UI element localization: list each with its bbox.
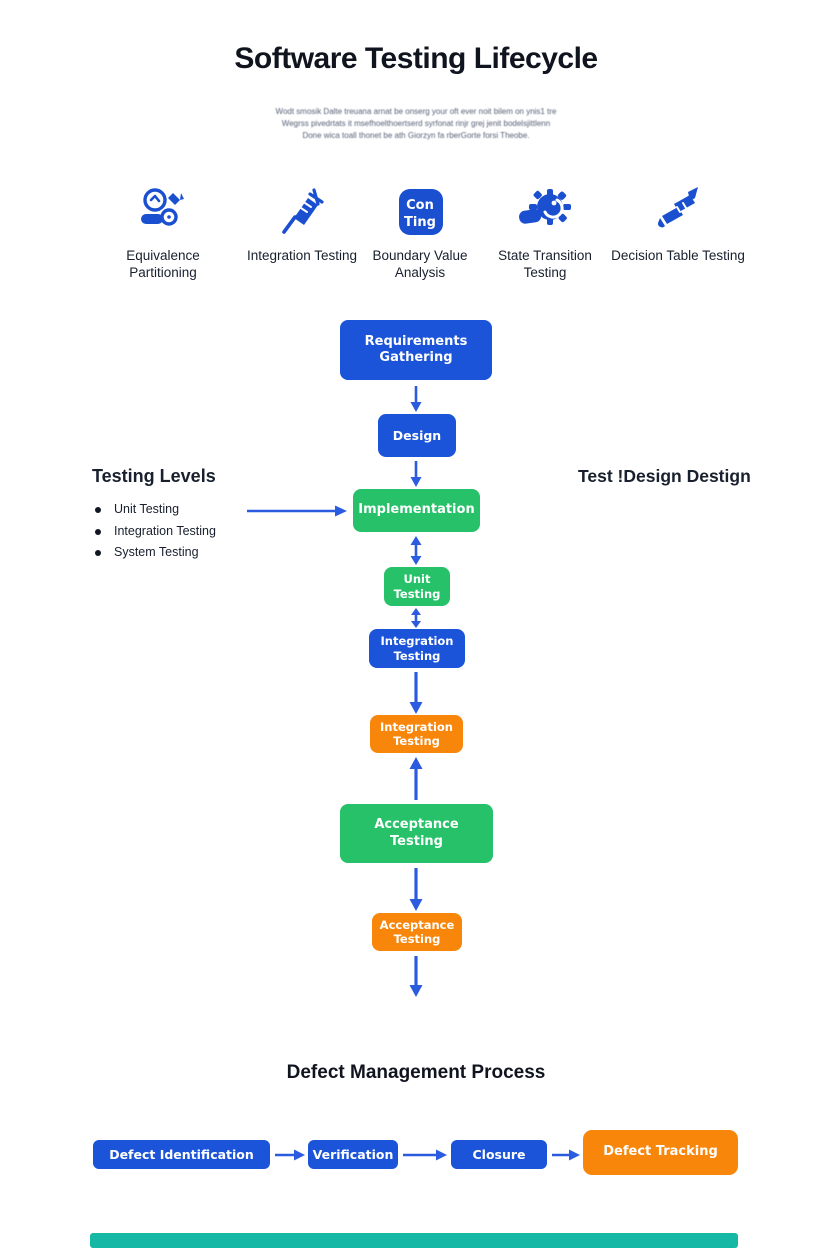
technique-boundary-value-analysis: Con Ting Boundary Value Analysis (350, 182, 490, 281)
badge-text: Con (406, 198, 434, 213)
side-note: Test !Design Destign (578, 466, 751, 486)
flow-node-unit-testing: Unit Testing (384, 567, 450, 606)
arrow-right-icon (552, 1149, 580, 1161)
flow-node-implementation: Implementation (353, 489, 480, 532)
gear-magnifier-pen-icon (93, 182, 233, 238)
technique-integration-testing: Integration Testing (232, 182, 372, 264)
testing-levels-title: Testing Levels (92, 466, 216, 486)
defect-step-closure: Closure (451, 1140, 547, 1169)
arrow-right-icon (247, 505, 347, 517)
arrow-down-icon (410, 461, 422, 487)
testing-level-item: Unit Testing (92, 499, 216, 521)
technique-label: State Transition Testing (498, 248, 592, 280)
subtitle-line: Wodt smosik Dalte treuana arnat be onser… (275, 107, 557, 116)
defect-step-tracking: Defect Tracking (583, 1130, 738, 1175)
arrow-down-icon (409, 868, 423, 911)
footer-accent-bar (90, 1233, 738, 1248)
arrow-up-down-icon (410, 536, 422, 565)
flow-node-acceptance-testing-orange: Acceptance Testing (372, 913, 462, 951)
defect-section-title: Defect Management Process (286, 1062, 546, 1083)
page-title: Software Testing Lifecycle (234, 42, 598, 75)
arrow-right-icon (403, 1149, 447, 1161)
technique-label: Boundary Value Analysis (372, 248, 468, 280)
arrow-down-icon (409, 956, 423, 997)
brush-icon (608, 182, 748, 238)
defect-step-verification: Verification (308, 1140, 398, 1169)
arrow-right-icon (275, 1149, 305, 1161)
flow-node-acceptance-testing-green: Acceptance Testing (340, 804, 493, 863)
technique-label: Integration Testing (246, 248, 358, 263)
gear-hand-icon (475, 182, 615, 238)
technique-label: Decision Table Testing (611, 248, 745, 263)
badge-text: Ting (404, 215, 436, 230)
subtitle-line: Wegrss pivedrtats it msefhoelthoertserd … (281, 119, 551, 128)
testing-levels-list: Unit Testing Integration Testing System … (92, 499, 216, 564)
subtitle-line: Done wica toall thonet be ath Giorzyn fa… (302, 131, 530, 140)
flow-node-integration-testing-orange: Integration Testing (370, 715, 463, 753)
arrow-up-icon (409, 757, 423, 800)
flow-node-design: Design (378, 414, 456, 457)
technique-decision-table-testing: Decision Table Testing (608, 182, 748, 264)
arrow-up-down-icon (411, 608, 421, 628)
subtitle: Wodt smosik Dalte treuana arnat be onser… (206, 106, 626, 142)
testing-level-item: Integration Testing (92, 521, 216, 543)
technique-equivalence-partitioning: Equivalence Partitioning (93, 182, 233, 281)
flow-node-requirements-gathering: Requirements Gathering (340, 320, 492, 380)
technique-state-transition-testing: State Transition Testing (475, 182, 615, 281)
flow-node-integration-testing-blue: Integration Testing (369, 629, 465, 668)
technique-label: Equivalence Partitioning (126, 248, 200, 280)
con-ting-badge-icon: Con Ting (350, 182, 490, 238)
arrow-down-icon (409, 672, 423, 714)
arrow-down-icon (410, 386, 422, 412)
syringe-icon (232, 182, 372, 238)
testing-level-item: System Testing (92, 542, 216, 564)
defect-step-identification: Defect Identification (93, 1140, 270, 1169)
